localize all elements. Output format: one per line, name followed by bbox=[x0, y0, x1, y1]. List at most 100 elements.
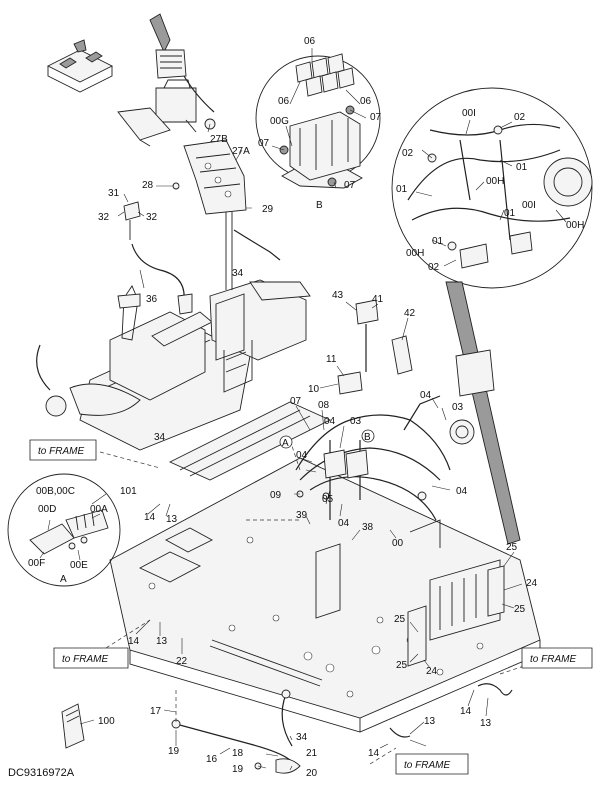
callout-label: 01 bbox=[396, 184, 408, 195]
frame-tag-1: to FRAME bbox=[29, 439, 97, 461]
callout-label: 13 bbox=[166, 514, 178, 525]
callout-label: 41 bbox=[372, 294, 384, 305]
callout-label: B bbox=[316, 200, 323, 211]
callout-label: 42 bbox=[404, 308, 416, 319]
callout-label: 07 bbox=[344, 180, 356, 191]
callout-label: 32 bbox=[98, 212, 110, 223]
callout-label: 00 bbox=[392, 538, 404, 549]
callout-label: 34 bbox=[232, 268, 244, 279]
callout-label: 36 bbox=[146, 294, 158, 305]
callout-label: 25 bbox=[514, 604, 526, 615]
bottom-harness bbox=[171, 683, 513, 774]
main-harness bbox=[295, 299, 495, 521]
callout-label: 24 bbox=[426, 666, 438, 677]
callout-label: 06 bbox=[304, 36, 316, 47]
callout-label: 04 bbox=[456, 486, 468, 497]
callout-label: 04 bbox=[420, 390, 432, 401]
right-console bbox=[209, 279, 311, 393]
callout-label: 19 bbox=[232, 764, 244, 775]
callout-label: 22 bbox=[176, 656, 188, 667]
callout-label: 02 bbox=[514, 112, 526, 123]
callout-label: 39 bbox=[296, 510, 308, 521]
callout-label: 08 bbox=[318, 400, 330, 411]
callout-label: 27A bbox=[232, 146, 250, 157]
callout-label: 07 bbox=[370, 112, 382, 123]
callout-label: 13 bbox=[424, 716, 436, 727]
callout-label: 25 bbox=[396, 660, 408, 671]
callouts: 06 06 06 07 00G 07 07 B 27B 27A 28 29 31… bbox=[28, 36, 584, 779]
callout-label: 00F bbox=[28, 558, 45, 569]
callout-label: 29 bbox=[262, 204, 274, 215]
callout-label: 05 bbox=[322, 494, 334, 505]
callout-label: 00H bbox=[486, 176, 504, 187]
callout-label: 14 bbox=[128, 636, 140, 647]
callout-label: 00I bbox=[462, 108, 476, 119]
callout-label: 00G bbox=[270, 116, 289, 127]
callout-label: 25 bbox=[506, 542, 518, 553]
orientation-icon bbox=[46, 39, 114, 93]
callout-label: 20 bbox=[306, 768, 318, 779]
callout-label: A bbox=[60, 574, 67, 585]
callout-label: 43 bbox=[332, 290, 344, 301]
frame-label: to FRAME bbox=[62, 654, 108, 665]
frame-tag-2: to FRAME bbox=[53, 647, 129, 669]
callout-label: 32 bbox=[146, 212, 158, 223]
callout-label: 01 bbox=[516, 162, 528, 173]
callout-label: 04 bbox=[338, 518, 350, 529]
section-mark-a: A bbox=[279, 435, 293, 449]
manual-icon bbox=[61, 703, 85, 749]
callout-label: 11 bbox=[326, 354, 337, 365]
callout-label: 34 bbox=[296, 732, 308, 743]
callout-label: 03 bbox=[452, 402, 464, 413]
section-mark-b: B bbox=[361, 429, 375, 443]
detail-b-relays bbox=[255, 53, 381, 189]
callout-label: 25 bbox=[394, 614, 406, 625]
callout-label: 19 bbox=[168, 746, 180, 757]
detail-a-circle bbox=[7, 473, 121, 587]
callout-label: 01 bbox=[504, 208, 516, 219]
callout-label: 02 bbox=[428, 262, 440, 273]
callout-label: 07 bbox=[290, 396, 302, 407]
callout-label: 13 bbox=[156, 636, 168, 647]
callout-label: 02 bbox=[402, 148, 414, 159]
callout-label: 00I bbox=[522, 200, 536, 211]
right-bracket bbox=[315, 519, 505, 667]
callout-label: 13 bbox=[480, 718, 492, 729]
routing-lines bbox=[99, 439, 531, 765]
callout-label: 16 bbox=[206, 754, 218, 765]
callout-label: 14 bbox=[368, 748, 380, 759]
left-console bbox=[36, 285, 213, 417]
callout-label: 07 bbox=[258, 138, 270, 149]
callout-label: 06 bbox=[278, 96, 290, 107]
callout-label: 09 bbox=[270, 490, 282, 501]
callout-label: 14 bbox=[460, 706, 472, 717]
callout-label: 18 bbox=[232, 748, 244, 759]
callout-label: 00D bbox=[38, 504, 56, 515]
callout-label: 00H bbox=[406, 248, 424, 259]
frame-tag-3: to FRAME bbox=[521, 647, 593, 669]
callout-label: 03 bbox=[350, 416, 362, 427]
callout-label: 06 bbox=[360, 96, 372, 107]
callout-label: 17 bbox=[150, 706, 162, 717]
callout-label: 101 bbox=[120, 486, 137, 497]
callout-label: 00A bbox=[90, 504, 108, 515]
frame-tag-4: to FRAME bbox=[395, 753, 469, 775]
callout-label: 24 bbox=[526, 578, 538, 589]
callout-label: 31 bbox=[108, 188, 120, 199]
switch-harness bbox=[123, 201, 193, 315]
callout-label: 04 bbox=[296, 450, 308, 461]
callout-label: 27B bbox=[210, 134, 228, 145]
joystick-assembly bbox=[117, 13, 281, 290]
section-mark: B bbox=[364, 432, 371, 443]
frame-label: to FRAME bbox=[530, 654, 576, 665]
detail-harness-circle bbox=[391, 87, 593, 545]
callout-label: 04 bbox=[324, 416, 336, 427]
document-code: DC9316972A bbox=[8, 767, 75, 779]
callout-label: 00H bbox=[566, 220, 584, 231]
callout-label: 01 bbox=[432, 236, 444, 247]
callout-label: 21 bbox=[306, 748, 318, 759]
callout-label: 38 bbox=[362, 522, 374, 533]
callout-label: 100 bbox=[98, 716, 115, 727]
leader-lines bbox=[39, 48, 567, 771]
